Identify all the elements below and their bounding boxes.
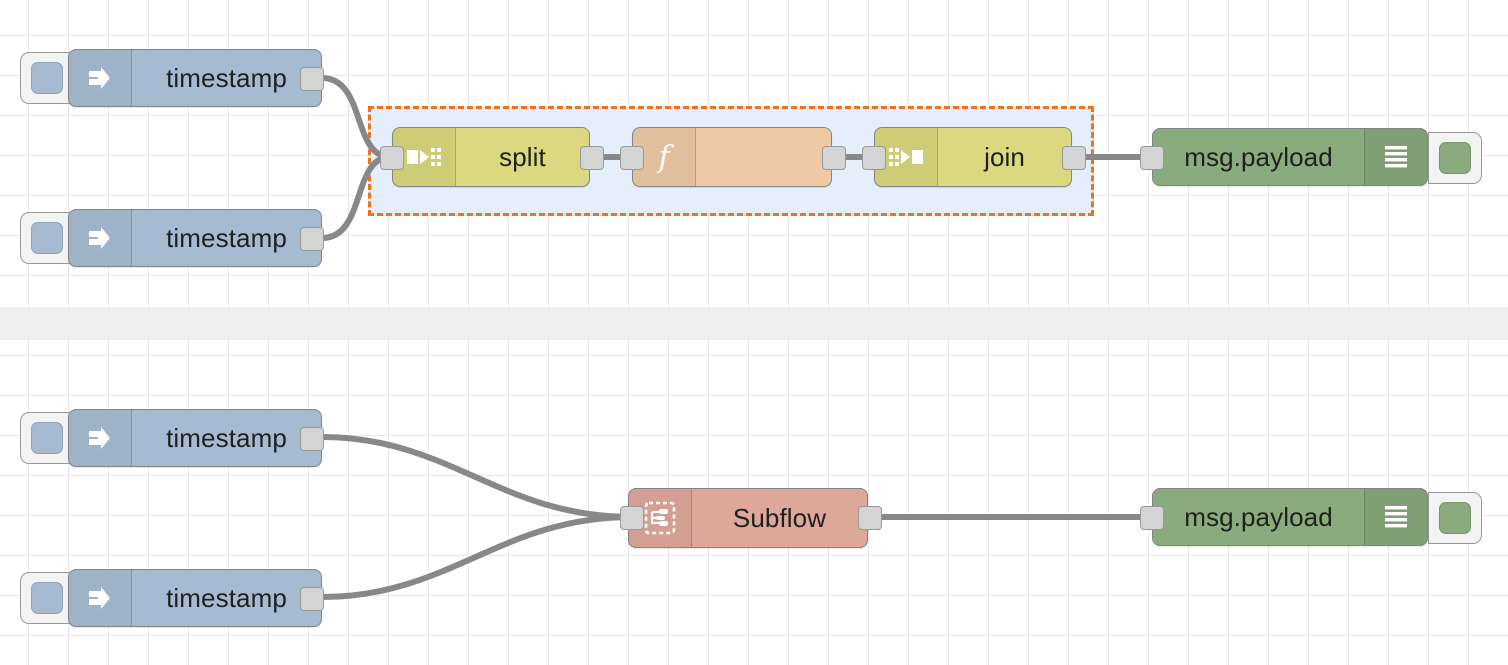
svg-text:f: f — [656, 140, 674, 175]
port-output-split[interactable] — [580, 146, 604, 170]
debug-toggle-button-1[interactable] — [1428, 132, 1482, 184]
debug-toggle-button-2[interactable] — [1428, 492, 1482, 544]
port-input-function[interactable] — [620, 146, 644, 170]
node-inject-4[interactable]: timestamp — [68, 569, 322, 627]
inject-arrow-icon — [69, 50, 132, 106]
node-join[interactable]: join — [874, 127, 1072, 187]
node-debug-2[interactable]: msg.payload — [1152, 488, 1428, 546]
port-input-split[interactable] — [380, 146, 404, 170]
port-input-join[interactable] — [862, 146, 886, 170]
node-label: timestamp — [166, 62, 287, 93]
node-label: msg.payload — [1184, 141, 1333, 172]
node-subflow[interactable]: Subflow — [628, 488, 868, 548]
port-output-inject-2[interactable] — [300, 227, 324, 251]
port-output-function[interactable] — [822, 146, 846, 170]
node-label: split — [499, 141, 546, 172]
inject-button-3[interactable] — [20, 412, 74, 464]
inject-arrow-icon — [69, 210, 132, 266]
inject-button-4[interactable] — [20, 572, 74, 624]
node-debug-1[interactable]: msg.payload — [1152, 128, 1428, 186]
wire-inject3-subflow — [319, 434, 635, 520]
debug-knob-icon — [1439, 142, 1471, 174]
node-label: timestamp — [166, 222, 287, 253]
inject-knob-icon — [31, 582, 63, 614]
inject-button-1[interactable] — [20, 52, 74, 104]
inject-arrow-icon — [69, 410, 132, 466]
node-label: Subflow — [732, 502, 827, 533]
port-input-debug-2[interactable] — [1140, 506, 1164, 530]
node-label: timestamp — [166, 582, 287, 613]
inject-arrow-icon — [69, 570, 132, 626]
debug-lines-icon — [1364, 489, 1427, 545]
port-output-inject-1[interactable] — [300, 67, 324, 91]
port-output-subflow[interactable] — [858, 506, 882, 530]
node-split[interactable]: split — [392, 127, 590, 187]
wire-inject4-subflow — [319, 514, 635, 600]
wire-inject1-split — [319, 75, 393, 160]
inject-knob-icon — [31, 62, 63, 94]
port-input-debug-1[interactable] — [1140, 146, 1164, 170]
port-input-subflow[interactable] — [620, 506, 644, 530]
debug-knob-icon — [1439, 502, 1471, 534]
port-output-join[interactable] — [1062, 146, 1086, 170]
inject-knob-icon — [31, 222, 63, 254]
node-label: msg.payload — [1184, 501, 1333, 532]
node-inject-2[interactable]: timestamp — [68, 209, 322, 267]
node-label — [696, 128, 831, 186]
node-inject-1[interactable]: timestamp — [68, 49, 322, 107]
port-output-inject-3[interactable] — [300, 427, 324, 451]
node-inject-3[interactable]: timestamp — [68, 409, 322, 467]
port-output-inject-4[interactable] — [300, 587, 324, 611]
flow-separator-band — [0, 307, 1508, 340]
inject-button-2[interactable] — [20, 212, 74, 264]
node-function[interactable]: f — [632, 127, 832, 187]
node-label: join — [984, 141, 1025, 172]
node-label: timestamp — [166, 422, 287, 453]
debug-lines-icon — [1364, 129, 1427, 185]
wire-inject2-split — [319, 154, 393, 241]
inject-knob-icon — [31, 422, 63, 454]
